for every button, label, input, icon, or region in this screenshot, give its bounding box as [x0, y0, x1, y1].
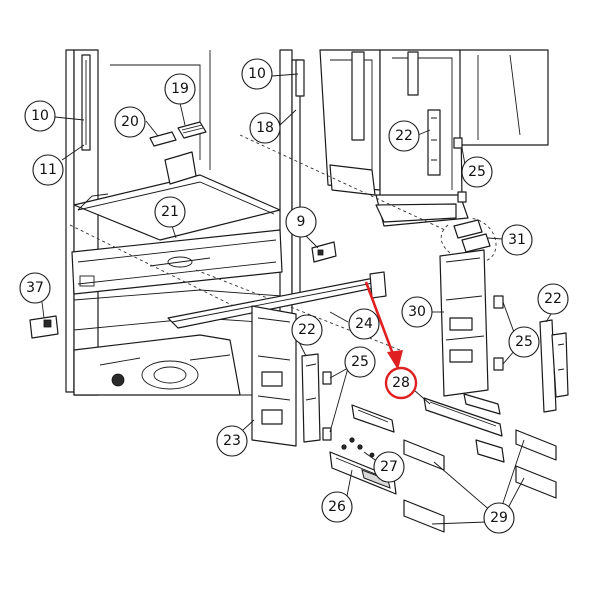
callout-22-lower[interactable]: 22: [291, 314, 323, 346]
callout-37[interactable]: 37: [19, 272, 51, 304]
callout-18[interactable]: 18: [249, 112, 281, 144]
svg-text:37: 37: [26, 280, 44, 296]
callout-20[interactable]: 20: [114, 106, 146, 138]
callout-26[interactable]: 26: [321, 491, 353, 523]
svg-text:22: 22: [298, 322, 316, 338]
svg-text:9: 9: [297, 214, 306, 230]
part-29-strips: [403, 429, 557, 533]
svg-text:25: 25: [468, 164, 486, 180]
svg-text:11: 11: [39, 162, 57, 178]
callout-23[interactable]: 23: [216, 425, 248, 457]
part-27-bits: [341, 404, 395, 458]
svg-text:22: 22: [544, 291, 562, 307]
callout-9[interactable]: 9: [285, 206, 317, 238]
callout-10-right[interactable]: 10: [241, 58, 273, 90]
callout-11[interactable]: 11: [32, 154, 64, 186]
svg-text:22: 22: [395, 128, 413, 144]
svg-text:21: 21: [161, 204, 179, 220]
svg-text:25: 25: [351, 354, 369, 370]
svg-text:26: 26: [328, 499, 346, 515]
callout-29[interactable]: 29: [483, 502, 515, 534]
part-37: [29, 315, 59, 339]
callout-25-lower[interactable]: 25: [344, 346, 376, 378]
highlight-arrow: [364, 281, 403, 370]
svg-text:18: 18: [256, 120, 274, 136]
part-28-slide: [423, 393, 505, 463]
callout-21[interactable]: 21: [154, 196, 186, 228]
part-25-clips: [493, 295, 516, 371]
part-24-rail: [167, 271, 387, 329]
svg-text:10: 10: [248, 66, 266, 82]
callout-25-upper[interactable]: 25: [461, 156, 493, 188]
svg-text:25: 25: [515, 334, 533, 350]
part-9: [311, 241, 337, 263]
svg-text:29: 29: [490, 510, 508, 526]
part-31: [453, 219, 491, 253]
svg-text:10: 10: [31, 108, 49, 124]
callout-30[interactable]: 30: [401, 296, 433, 328]
callout-24[interactable]: 24: [348, 308, 380, 340]
callout-27[interactable]: 27: [373, 451, 405, 483]
svg-text:28: 28: [392, 375, 410, 391]
callout-22-right[interactable]: 22: [537, 283, 569, 315]
svg-text:20: 20: [121, 114, 139, 130]
svg-text:31: 31: [508, 232, 526, 248]
callout-10-left[interactable]: 10: [24, 100, 56, 132]
svg-text:23: 23: [223, 433, 241, 449]
part-26-rail: [329, 451, 397, 495]
svg-text:19: 19: [171, 81, 189, 97]
part-23-panel: [251, 305, 332, 447]
callout-31[interactable]: 31: [501, 224, 533, 256]
callout-28-highlighted[interactable]: 28: [384, 366, 418, 400]
leader-lines: [41, 73, 552, 497]
part-30-panel: [439, 249, 489, 397]
callout-25-right[interactable]: 25: [508, 326, 540, 358]
svg-text:30: 30: [408, 304, 426, 320]
part-22-right: [539, 319, 569, 413]
svg-text:24: 24: [355, 316, 373, 332]
svg-text:27: 27: [380, 459, 398, 475]
callout-22-upper[interactable]: 22: [388, 120, 420, 152]
callout-19[interactable]: 19: [164, 73, 196, 105]
callouts: 10 11 20 19 10 18 22 25 21 9 31 37 30 22…: [19, 58, 569, 534]
upper-right-frames: [319, 49, 549, 227]
